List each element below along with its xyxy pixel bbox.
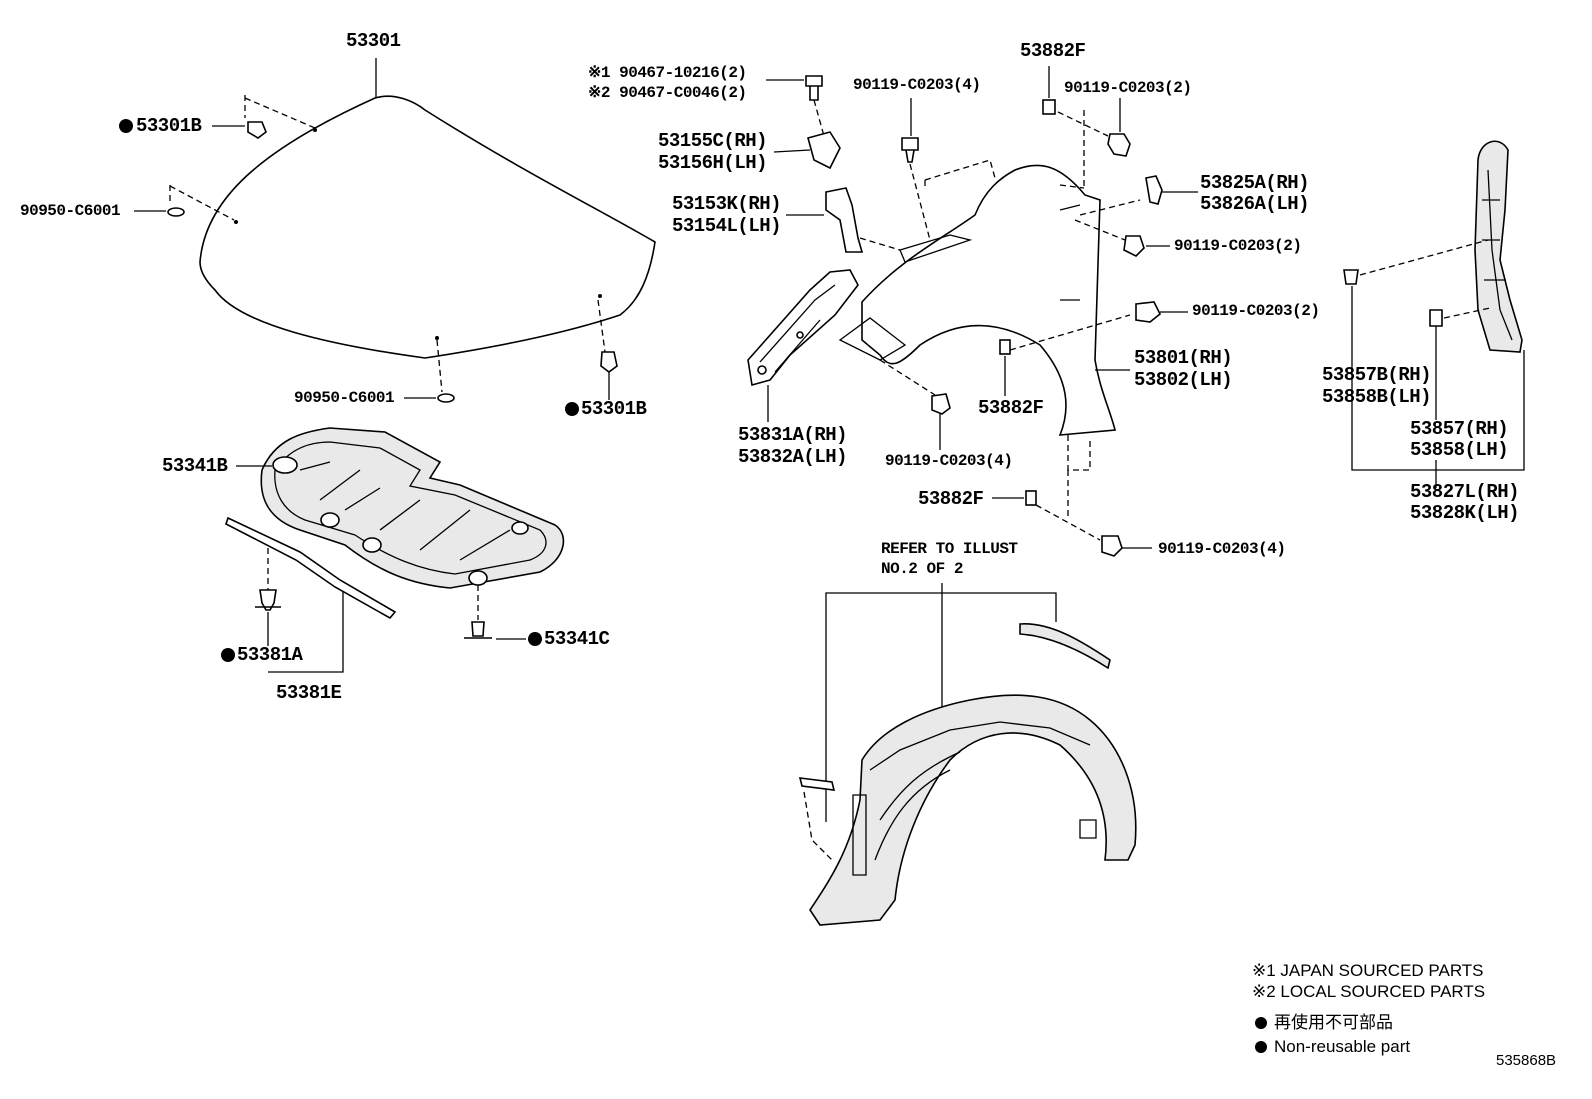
seal-icon [999, 339, 1011, 355]
legend-note-japan: ※1 JAPAN SOURCED PARTS [1252, 961, 1484, 980]
callout-fender-lh: 53802(LH) [1134, 369, 1233, 391]
callout-bolt: 90119-C0203(4) [885, 452, 1013, 470]
bumper-icon [600, 351, 618, 373]
non-reusable-dot-icon [221, 648, 235, 662]
callout-bolt: 90119-C0203(4) [853, 76, 981, 94]
callout-seal-rh: 53155C(RH) [658, 130, 768, 152]
callout-hood: 53301 [346, 30, 401, 52]
seal-icon [1025, 490, 1037, 506]
callout-hood-seal: 90950-C6001 [294, 389, 395, 407]
refer-note-line1: REFER TO ILLUST [881, 540, 1018, 558]
illustration-id: 535868B [1496, 1052, 1557, 1069]
callout-insulator-clip: 53341C [544, 628, 610, 650]
callout-hood-bumper: 53301B [136, 115, 202, 137]
clip-icon [1343, 269, 1359, 285]
bolt-icon [1107, 133, 1131, 157]
callout-side-seal-b-rh: 53857B(RH) [1322, 364, 1432, 386]
seal-icon [167, 207, 185, 217]
callout-side-seal-b-lh: 53858B(LH) [1322, 386, 1432, 408]
callout-cushion: 53882F [978, 397, 1044, 419]
legend-note-local: ※2 LOCAL SOURCED PARTS [1252, 982, 1486, 1001]
non-reusable-dot-icon [565, 402, 579, 416]
callout-bolt: 90119-C0203(2) [1192, 302, 1320, 320]
callout-seal-lh: 53156H(LH) [658, 152, 768, 174]
callout-hood-bumper: 53301B [581, 398, 647, 420]
legend-nonreusable-en: Non-reusable part [1274, 1037, 1411, 1056]
bolt-icon [1101, 535, 1123, 557]
callout-clip-local: ※2 90467-C0046(2) [588, 84, 747, 102]
callout-bracket-rh: 53153K(RH) [672, 193, 782, 215]
seal-strip-drawing [225, 516, 397, 620]
callout-clip-japan: ※1 90467-10216(2) [588, 64, 747, 82]
callout-insulator: 53341B [162, 455, 228, 477]
callout-fender-bracket-lh: 53832A(LH) [738, 446, 848, 468]
clip-icon [1145, 175, 1163, 205]
seal-icon [1429, 309, 1443, 327]
clip-icon [805, 75, 823, 101]
callout-cushion: 53882F [1020, 40, 1086, 62]
fender-liner-drawing [809, 694, 1137, 926]
fender-side-seal-drawing [1474, 140, 1523, 353]
callout-seal-strip: 53381E [276, 682, 342, 704]
callout-fender-rh: 53801(RH) [1134, 347, 1233, 369]
callout-bolt: 90119-C0203(2) [1064, 79, 1192, 97]
callout-side-seal-lh: 53858(LH) [1410, 439, 1509, 461]
callout-bolt: 90119-C0203(2) [1174, 237, 1302, 255]
refer-note-line2: NO.2 OF 2 [881, 560, 963, 578]
non-reusable-dot-icon [119, 119, 133, 133]
bolt-icon [1123, 235, 1145, 257]
fender-panel-drawing [838, 164, 1117, 436]
bolt-icon [1135, 301, 1162, 323]
bolt-icon [901, 137, 919, 163]
callout-bolt: 90119-C0203(4) [1158, 540, 1286, 558]
callout-side-seal-assy-lh: 53828K(LH) [1410, 502, 1520, 524]
callout-protector-lh: 53826A(LH) [1200, 193, 1310, 215]
legend-nonreusable-ja: 再使用不可部品 [1274, 1013, 1393, 1032]
bolt-icon [931, 393, 951, 415]
hood-insulator-drawing [260, 427, 565, 589]
seal-icon [1042, 99, 1056, 115]
callout-hood-seal: 90950-C6001 [20, 202, 121, 220]
callout-bracket-lh: 53154L(LH) [672, 215, 782, 237]
clip-icon [464, 621, 492, 639]
fender-bracket-drawing [747, 269, 859, 387]
callout-side-seal-rh: 53857(RH) [1410, 418, 1509, 440]
callout-fender-bracket-rh: 53831A(RH) [738, 424, 848, 446]
seal-icon [798, 777, 836, 791]
callout-protector-rh: 53825A(RH) [1200, 172, 1310, 194]
non-reusable-dot-icon [528, 632, 542, 646]
liner-extension-drawing [1019, 623, 1111, 670]
bracket-icon [825, 187, 864, 253]
seal-icon [437, 393, 455, 403]
callout-seal-clip: 53381A [237, 644, 303, 666]
non-reusable-dot-icon [1255, 1041, 1267, 1053]
callout-side-seal-assy-rh: 53827L(RH) [1410, 481, 1520, 503]
seal-icon [807, 131, 841, 170]
clip-icon [255, 589, 281, 611]
bumper-icon [247, 121, 267, 139]
non-reusable-dot-icon [1255, 1017, 1267, 1029]
hood-panel-drawing [199, 95, 656, 359]
callout-cushion: 53882F [918, 488, 984, 510]
